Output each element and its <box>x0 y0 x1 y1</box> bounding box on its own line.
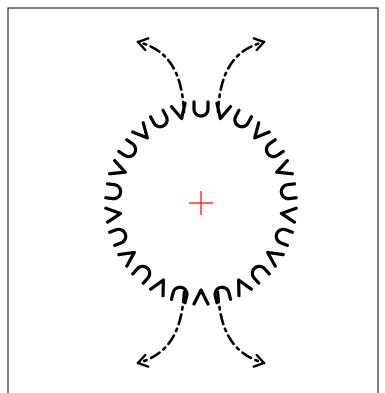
v-shape-element <box>281 207 297 223</box>
u-shape-element <box>106 184 122 200</box>
v-shape-element <box>106 207 122 223</box>
arrow-lower-right <box>218 292 264 367</box>
u-shape-element <box>274 227 292 245</box>
v-shape-element <box>194 290 208 304</box>
u-shape-element <box>119 140 138 159</box>
v-shape-element <box>274 161 292 179</box>
u-shape-element <box>249 263 269 283</box>
u-shape-element <box>171 286 188 303</box>
v-shape-element <box>133 123 153 143</box>
arrow-upper-right <box>218 38 264 112</box>
u-shape-element <box>110 227 128 245</box>
u-shape-element <box>214 286 231 303</box>
v-shape-element <box>171 103 188 120</box>
u-shape-element <box>264 140 283 159</box>
u-shape-element <box>194 102 208 116</box>
frame <box>8 8 378 393</box>
v-shape-element <box>151 277 170 296</box>
u-shape-element <box>232 110 251 129</box>
arrow-lower-left <box>138 292 184 367</box>
v-shape-element <box>264 247 283 266</box>
center-marker <box>189 191 213 215</box>
v-shape-element <box>119 247 138 266</box>
v-shape-element <box>249 123 269 143</box>
v-shape-element <box>214 103 231 120</box>
v-shape-element <box>232 277 251 296</box>
v-shape-element <box>110 161 128 179</box>
u-shape-element <box>281 184 297 200</box>
u-shape-element <box>151 110 170 129</box>
arrow-upper-left <box>138 38 184 112</box>
u-shape-element <box>133 263 153 283</box>
